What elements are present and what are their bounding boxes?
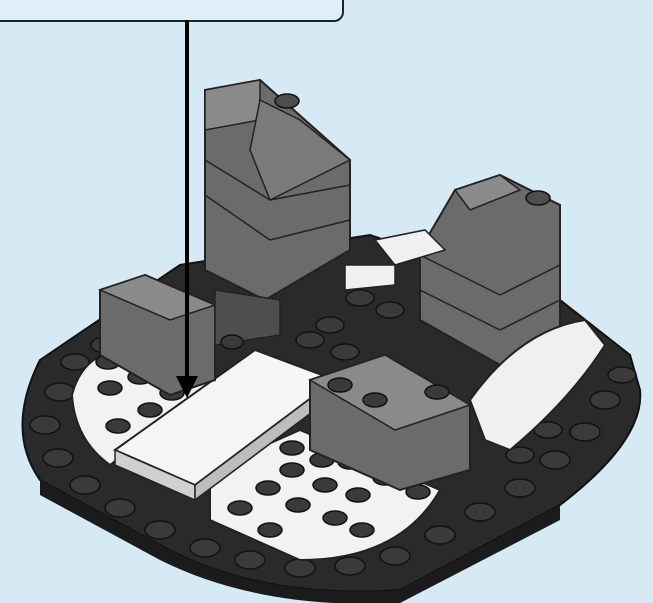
assembly-instruction — [0, 0, 653, 603]
lego-model-illustration — [0, 0, 653, 603]
